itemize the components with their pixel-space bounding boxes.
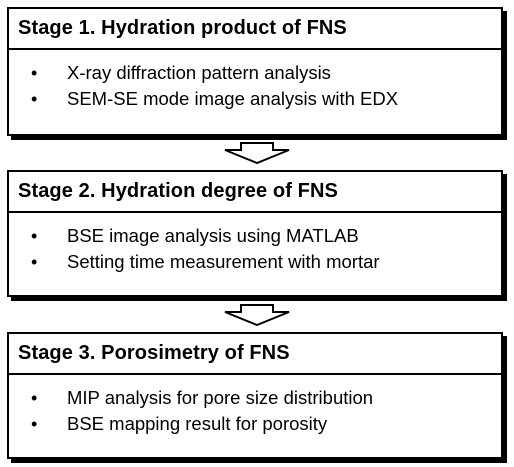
down-arrow-icon [224, 304, 290, 326]
stage-2-item-1: BSE image analysis using MATLAB [67, 225, 359, 246]
stage-2-body: • BSE image analysis using MATLAB • Sett… [9, 213, 501, 275]
list-item: • Setting time measurement with mortar [9, 249, 501, 275]
stage-3-item-1: MIP analysis for pore size distribution [67, 387, 374, 408]
list-item: • BSE image analysis using MATLAB [9, 223, 501, 249]
down-arrow-icon [224, 142, 290, 164]
bullet-icon: • [31, 251, 38, 272]
stage-1-item-1: X-ray diffraction pattern analysis [67, 62, 331, 83]
stage-3-body: • MIP analysis for pore size distributio… [9, 375, 501, 437]
bullet-icon: • [31, 387, 38, 408]
list-item: • BSE mapping result for porosity [9, 411, 501, 437]
list-item: • MIP analysis for pore size distributio… [9, 385, 501, 411]
stage-2-item-2: Setting time measurement with mortar [67, 251, 380, 272]
stage-3-title: Stage 3. Porosimetry of FNS [9, 334, 501, 375]
bullet-icon: • [31, 413, 38, 434]
stage-1-title: Stage 1. Hydration product of FNS [9, 9, 501, 50]
bullet-icon: • [31, 225, 38, 246]
stage-3-item-2: BSE mapping result for porosity [67, 413, 328, 434]
stage-1-item-2: SEM-SE mode image analysis with EDX [67, 88, 399, 109]
stage-1-body: • X-ray diffraction pattern analysis • S… [9, 50, 501, 112]
stage-1-box: Stage 1. Hydration product of FNS • X-ra… [7, 7, 503, 136]
bullet-icon: • [31, 88, 38, 109]
bullet-icon: • [31, 62, 38, 83]
stage-2-box: Stage 2. Hydration degree of FNS • BSE i… [7, 170, 503, 297]
stage-2-title: Stage 2. Hydration degree of FNS [9, 172, 501, 213]
stage-3-box: Stage 3. Porosimetry of FNS • MIP analys… [7, 332, 503, 459]
list-item: • SEM-SE mode image analysis with EDX [9, 86, 501, 112]
list-item: • X-ray diffraction pattern analysis [9, 60, 501, 86]
